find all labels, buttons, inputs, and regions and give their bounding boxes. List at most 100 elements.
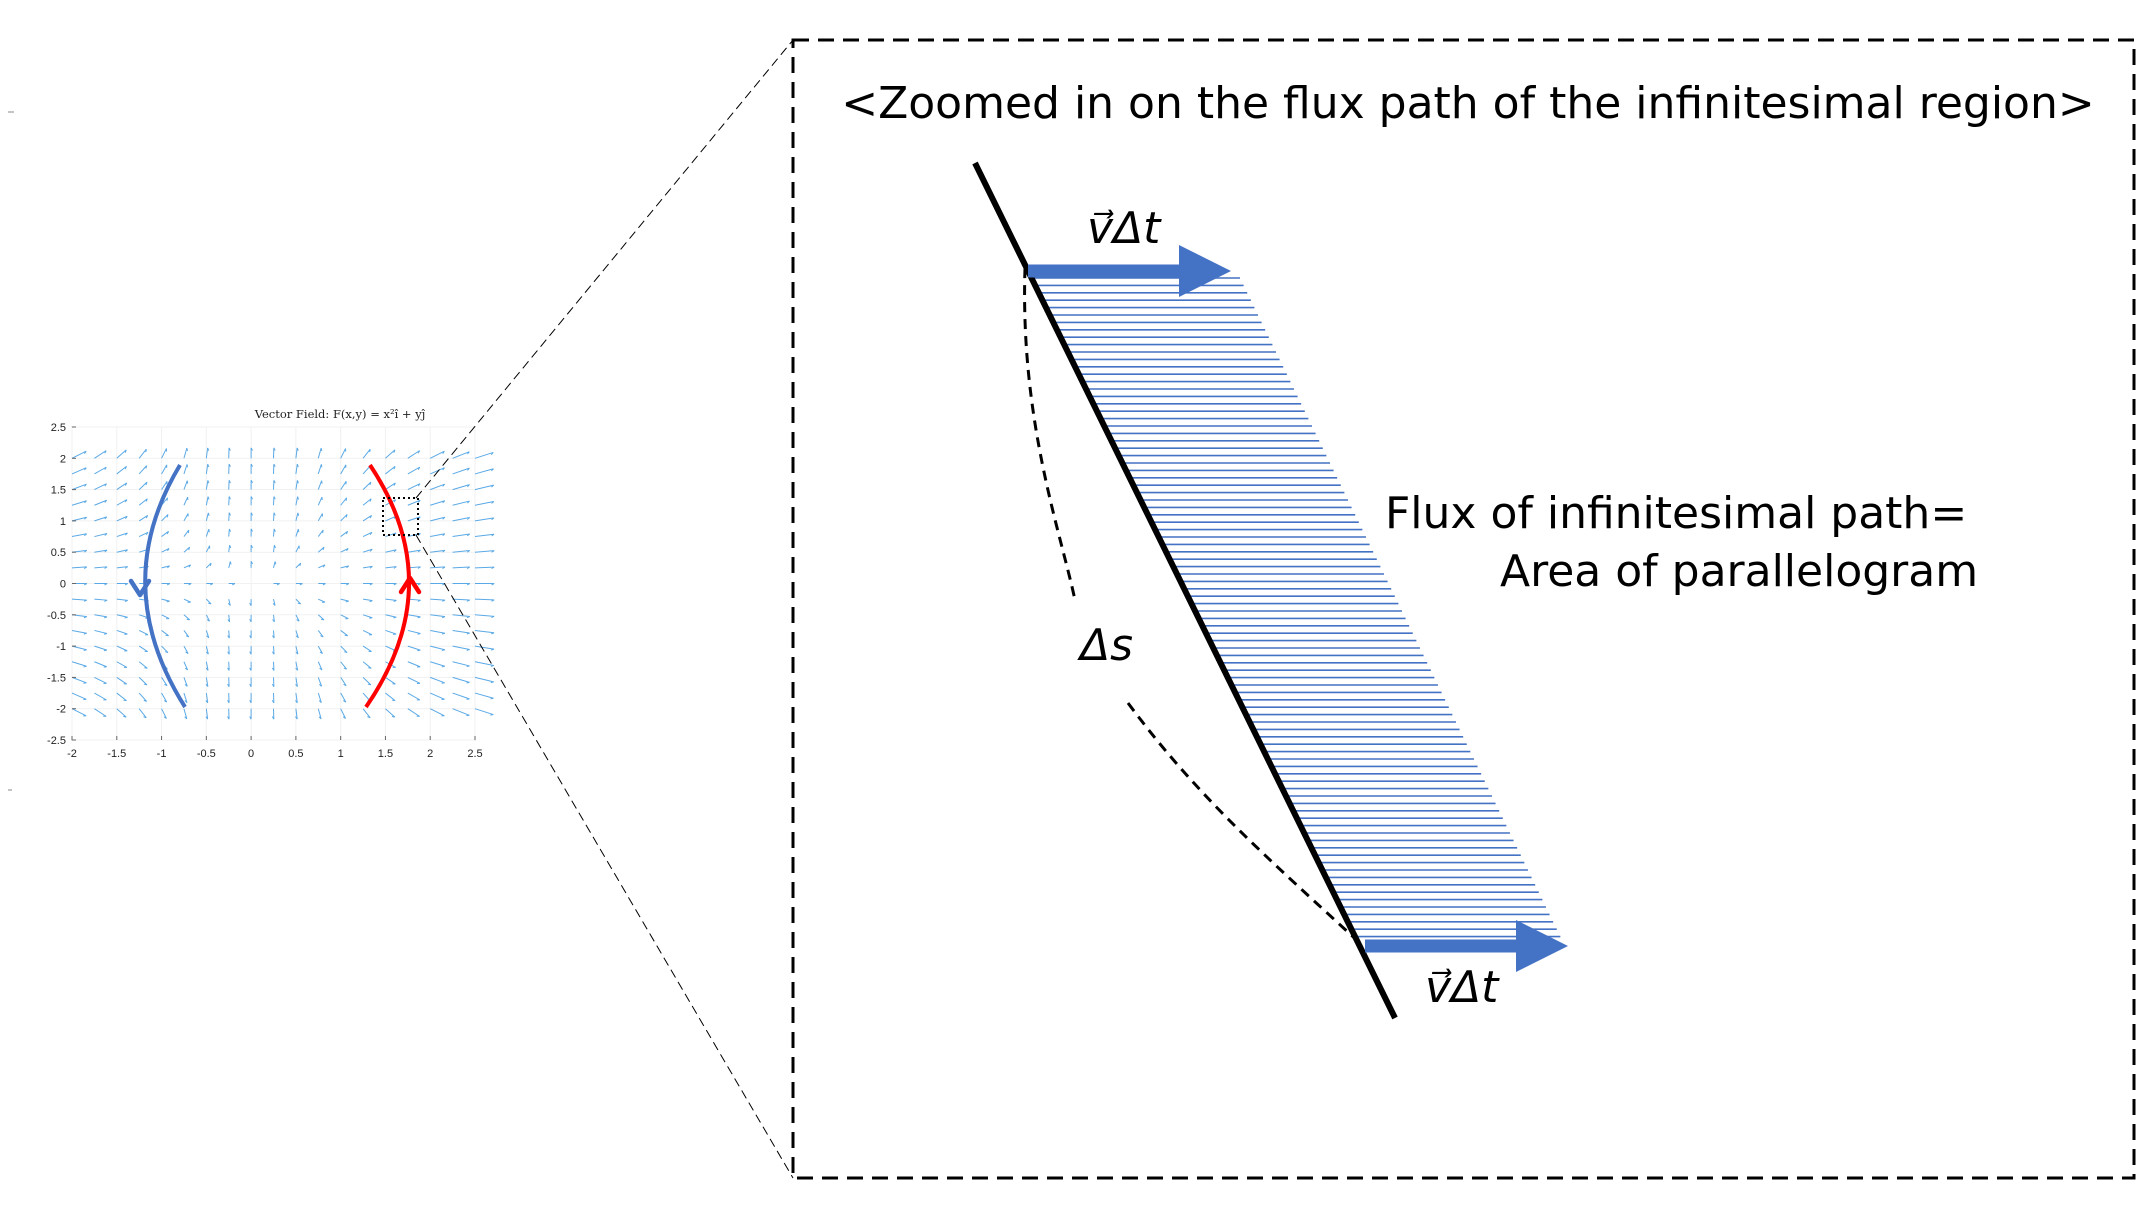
parallelogram-hatch: [1033, 277, 1561, 938]
field-arrow-head: [227, 651, 230, 655]
field-arrow-head: [208, 602, 212, 605]
field-arrow: [407, 629, 421, 635]
mini-plot-vector-field: [71, 447, 495, 720]
y-tick-label: 1.5: [51, 485, 66, 497]
field-arrow: [385, 449, 396, 459]
field-arrow-head: [207, 480, 210, 484]
field-arrow-head: [104, 533, 108, 536]
field-arrow: [205, 708, 209, 720]
field-arrow-head: [466, 681, 470, 684]
field-arrow-head: [467, 451, 470, 455]
field-arrow-head: [166, 583, 170, 586]
field-arrow-head: [84, 549, 88, 553]
field-arrow: [116, 708, 127, 718]
field-arrow-head: [124, 583, 128, 586]
field-arrow-head: [271, 651, 275, 655]
field-arrow-head: [227, 667, 230, 671]
field-arrow-head: [393, 633, 397, 636]
field-arrow-head: [345, 497, 348, 501]
field-arrow: [94, 645, 107, 651]
field-arrow-head: [249, 716, 252, 720]
field-arrow-head: [466, 583, 470, 586]
field-arrow: [295, 496, 299, 506]
field-arrow: [116, 466, 127, 475]
field-arrow: [205, 614, 211, 622]
field-arrow: [205, 645, 209, 655]
field-arrow: [317, 661, 323, 671]
field-arrow: [183, 692, 188, 703]
field-arrow-head: [104, 516, 108, 520]
field-arrow: [228, 614, 231, 622]
field-arrow-head: [322, 583, 326, 586]
field-arrow-head: [466, 566, 471, 569]
zoom-panel-title: <Zoomed in on the flux path of the infin…: [841, 78, 2094, 129]
field-arrow: [71, 629, 87, 634]
field-arrow-head: [417, 533, 421, 536]
y-tick-label: -2: [56, 704, 66, 716]
delta-s-arc-lower: [1126, 702, 1364, 947]
field-arrow: [116, 532, 128, 538]
field-arrow-head: [249, 602, 252, 606]
field-arrow: [407, 645, 421, 651]
field-arrow: [71, 692, 87, 700]
field-arrow-head: [143, 716, 147, 719]
field-arrow-head: [209, 562, 212, 567]
field-arrow-head: [166, 531, 170, 535]
field-arrow-head: [369, 565, 373, 569]
flux-description-line1: Flux of infinitesimal path=: [1385, 488, 1967, 539]
field-arrow: [407, 483, 421, 491]
field-arrow-head: [295, 700, 298, 704]
field-arrow: [295, 677, 298, 687]
field-arrow: [317, 480, 323, 490]
field-arrow-head: [124, 616, 128, 619]
field-arrow: [71, 676, 87, 684]
field-arrow: [138, 661, 148, 669]
field-arrow: [340, 497, 348, 506]
field-arrow: [161, 547, 170, 553]
field-arrow: [116, 614, 128, 618]
field-arrow-head: [343, 667, 347, 670]
field-arrow-head: [442, 483, 446, 487]
field-arrow-head: [393, 499, 397, 503]
field-arrow-head: [250, 463, 253, 467]
field-arrow-head: [188, 564, 192, 568]
field-arrow-head: [104, 583, 108, 586]
field-arrow-head: [249, 635, 252, 639]
field-arrow-head: [124, 515, 128, 519]
field-arrow: [94, 516, 107, 522]
zoom-selection-box: [382, 497, 419, 536]
field-arrow-head: [185, 635, 189, 638]
field-arrow: [183, 546, 190, 553]
field-arrow: [161, 464, 168, 475]
field-arrow-head: [346, 548, 349, 552]
field-arrow: [295, 661, 299, 671]
field-arrow: [452, 676, 470, 683]
field-arrow: [116, 499, 128, 506]
field-arrow: [430, 566, 446, 569]
field-arrow: [317, 645, 323, 654]
field-arrow: [94, 450, 107, 459]
field-arrow: [138, 645, 148, 652]
field-arrow-head: [250, 528, 253, 532]
field-arrow: [71, 645, 87, 651]
field-arrow-head: [490, 648, 495, 651]
field-arrow: [474, 692, 494, 699]
right-curve-direction-arrow: [398, 575, 422, 595]
field-arrow: [362, 448, 371, 459]
field-arrow: [430, 598, 446, 601]
field-arrow: [71, 566, 87, 569]
field-arrow: [340, 598, 349, 602]
field-arrow-head: [184, 667, 188, 671]
field-arrow-head: [442, 549, 446, 553]
y-tick-label: 2: [60, 453, 66, 465]
field-arrow: [474, 629, 495, 634]
field-arrow: [385, 676, 396, 685]
field-arrow: [317, 546, 325, 553]
field-arrow-head: [442, 599, 446, 602]
zoom-panel-border: [791, 38, 2136, 1180]
field-arrow-head: [369, 548, 373, 552]
field-arrow: [161, 692, 168, 703]
field-arrow-head: [491, 517, 495, 521]
field-arrow-head: [124, 466, 127, 470]
field-arrow: [340, 565, 349, 569]
